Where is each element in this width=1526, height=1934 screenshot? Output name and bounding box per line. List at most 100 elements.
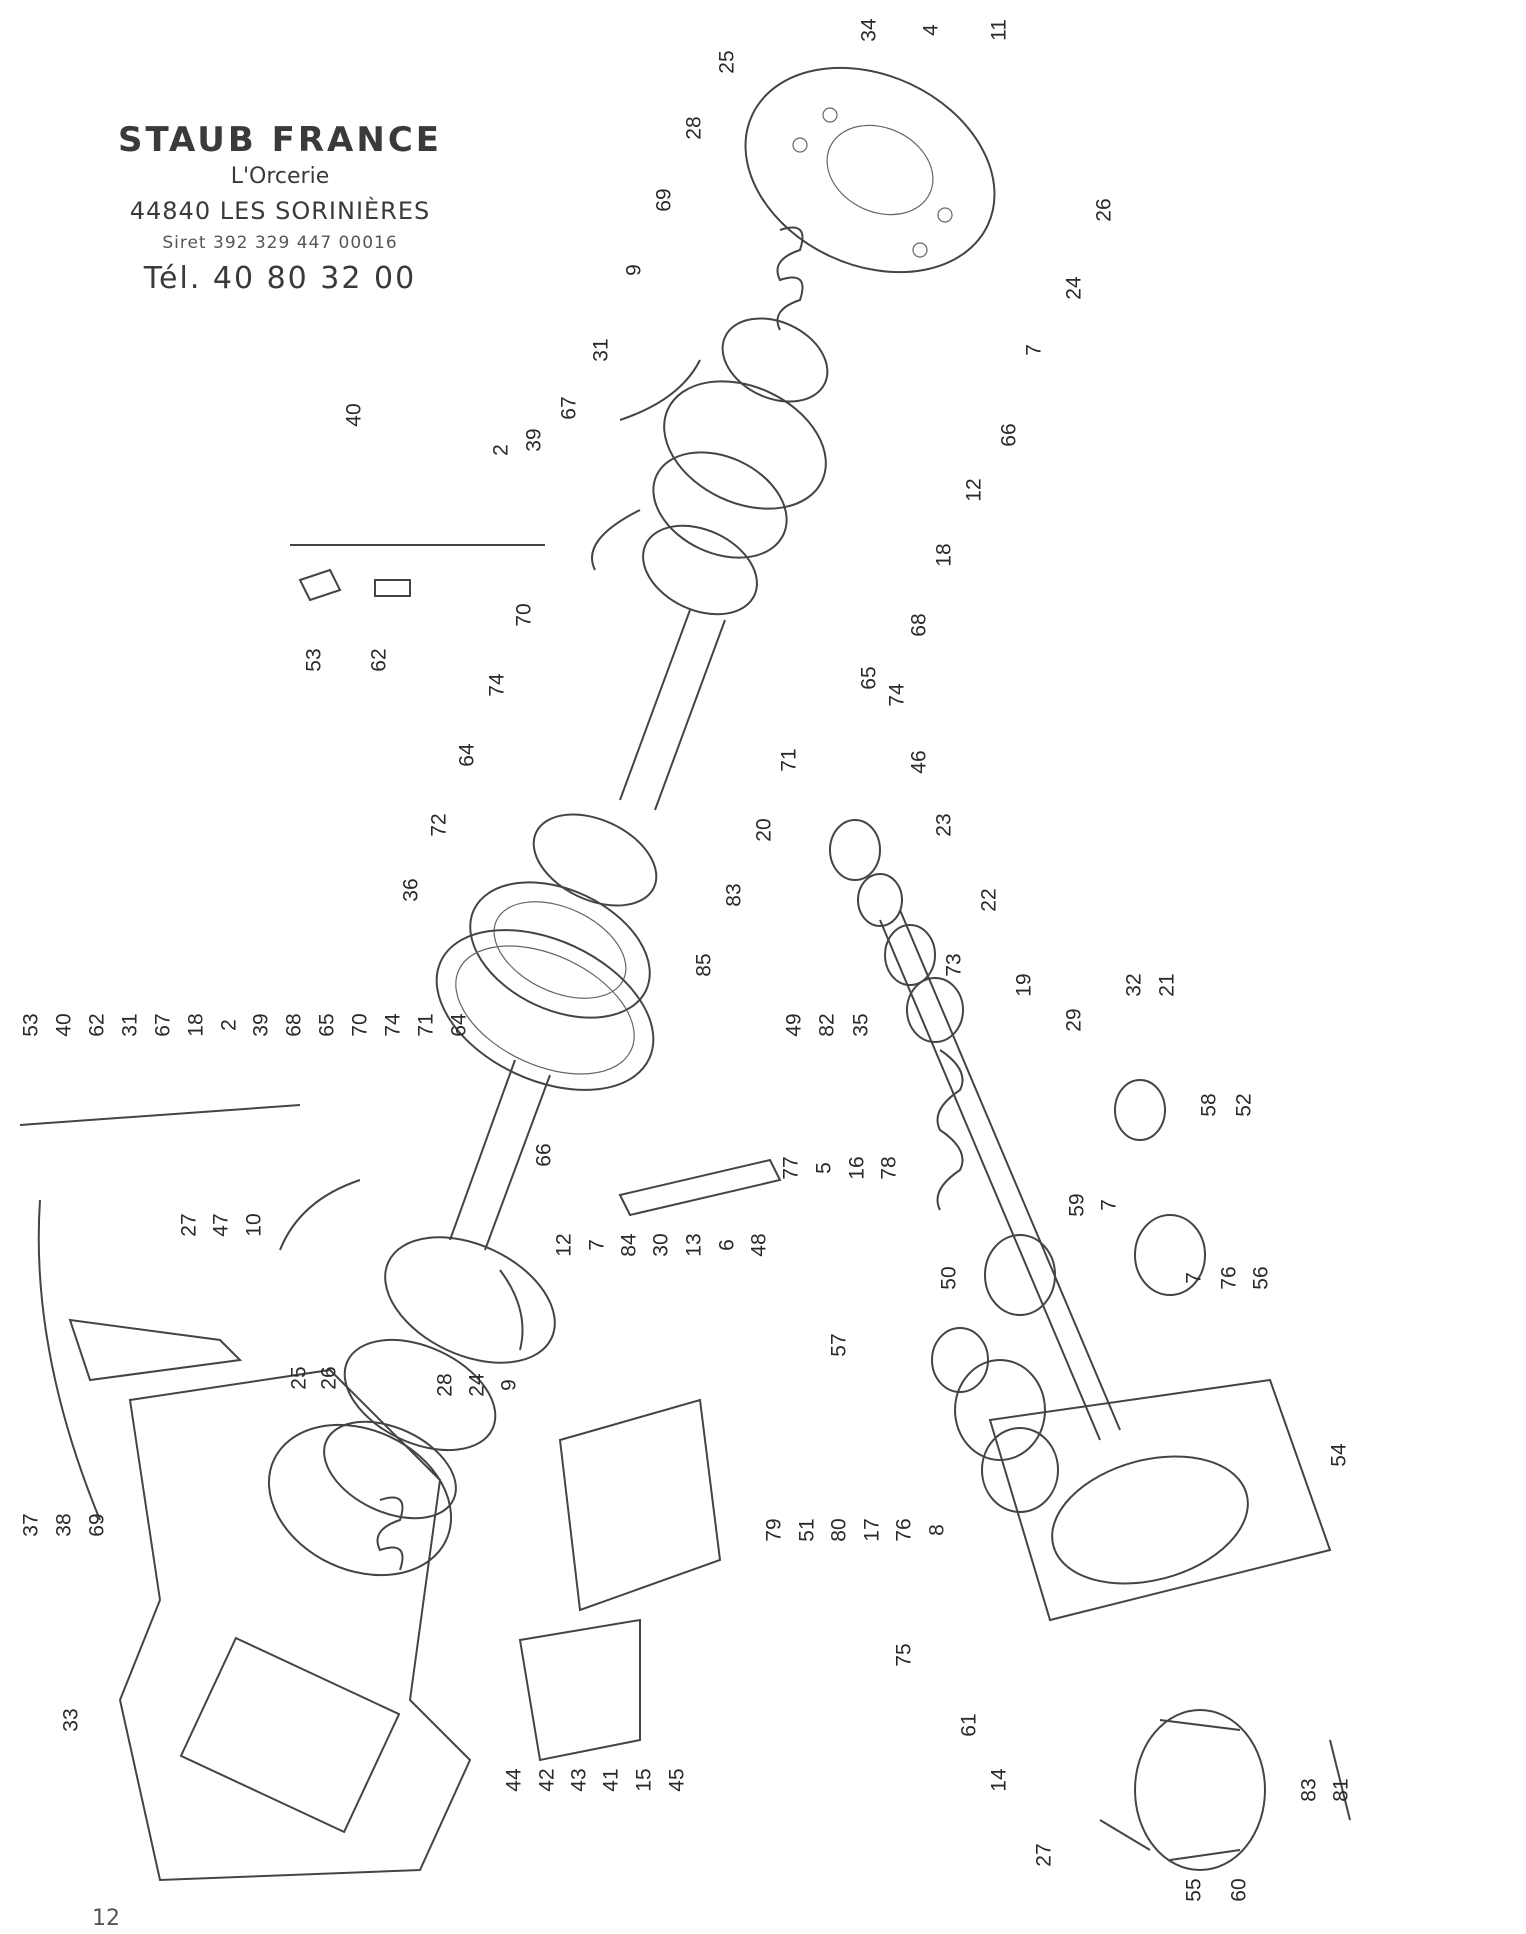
callout-31: 31: [119, 1013, 142, 1036]
callout-41: 41: [600, 1768, 623, 1791]
callout-68: 68: [283, 1013, 306, 1036]
callout-53: 53: [303, 648, 326, 671]
stamp-city: 44840 LES SORINIÈRES: [129, 197, 431, 225]
callout-61: 61: [958, 1713, 981, 1736]
callout-47: 47: [210, 1213, 233, 1236]
callout-34: 34: [858, 18, 881, 42]
callout-55: 55: [1183, 1878, 1206, 1901]
page-number: 12: [92, 1906, 120, 1931]
callout-62: 62: [86, 1013, 109, 1036]
callout-38: 38: [53, 1513, 76, 1536]
callout-25: 25: [288, 1366, 311, 1389]
callout-7: 7: [586, 1239, 609, 1251]
callout-16: 16: [846, 1156, 869, 1179]
stamp-company: STAUB FRANCE: [117, 120, 443, 160]
callout-14: 14: [988, 1768, 1011, 1792]
callout-21: 21: [1156, 973, 1179, 996]
callout-58: 58: [1198, 1093, 1221, 1116]
callout-65: 65: [316, 1013, 339, 1036]
callout-28: 28: [434, 1373, 457, 1396]
stamp-street: L'Orcerie: [230, 164, 330, 189]
callout-74: 74: [886, 683, 909, 707]
callout-39: 39: [250, 1013, 273, 1036]
callout-71: 71: [778, 748, 801, 771]
callout-72: 72: [428, 813, 451, 836]
callout-27: 27: [1033, 1843, 1056, 1866]
callout-70: 70: [513, 603, 536, 626]
lower-shaft: [279, 1059, 556, 1571]
stamp-siret: Siret 392 329 447 00016: [162, 233, 398, 253]
callout-78: 78: [878, 1156, 901, 1179]
callout-35: 35: [850, 1013, 873, 1036]
callout-76: 76: [893, 1518, 916, 1541]
callout-36: 36: [400, 878, 423, 901]
callout-24: 24: [466, 1373, 489, 1397]
callout-66: 66: [533, 1143, 556, 1166]
callout-7: 7: [1183, 1272, 1206, 1284]
upper-spring: [721, 226, 829, 403]
accessories: [19, 544, 782, 1217]
callout-42: 42: [536, 1768, 559, 1791]
ring-gear: [435, 929, 655, 1091]
callout-30: 30: [650, 1233, 673, 1256]
pinion-gears: [931, 1079, 1206, 1513]
callout-25: 25: [716, 50, 739, 73]
callout-59: 59: [1066, 1193, 1089, 1216]
callout-18: 18: [933, 543, 956, 566]
callout-76: 76: [1218, 1266, 1241, 1289]
callout-40: 40: [343, 403, 366, 426]
callout-73: 73: [943, 953, 966, 976]
callout-7: 7: [1098, 1199, 1121, 1211]
callout-62: 62: [368, 648, 391, 671]
callout-5: 5: [813, 1162, 836, 1174]
callout-15: 15: [633, 1768, 656, 1791]
callout-57: 57: [828, 1333, 851, 1356]
callout-12: 12: [553, 1233, 576, 1256]
callout-37: 37: [20, 1513, 43, 1536]
gearbox-housing: [37, 1199, 472, 1882]
callout-67: 67: [558, 396, 581, 419]
callout-29: 29: [1063, 1008, 1086, 1031]
callout-82: 82: [816, 1013, 839, 1036]
callout-53: 53: [20, 1013, 43, 1036]
callout-22: 22: [978, 888, 1001, 911]
callout-10: 10: [243, 1213, 266, 1236]
callout-48: 48: [748, 1233, 771, 1256]
callout-45: 45: [666, 1768, 689, 1791]
callout-64: 64: [456, 743, 479, 767]
callout-27: 27: [178, 1213, 201, 1236]
callout-69: 69: [86, 1513, 109, 1536]
callout-44: 44: [503, 1768, 526, 1792]
callout-31: 31: [590, 338, 613, 361]
callout-74: 74: [486, 673, 509, 697]
callout-64: 64: [448, 1013, 471, 1037]
callout-52: 52: [1233, 1093, 1256, 1116]
callout-69: 69: [653, 188, 676, 211]
callout-84: 84: [618, 1233, 641, 1257]
callout-20: 20: [753, 818, 776, 841]
callout-85: 85: [693, 953, 716, 976]
callout-74: 74: [382, 1013, 405, 1037]
callout-9: 9: [498, 1379, 521, 1391]
callout-39: 39: [523, 428, 546, 451]
callout-46: 46: [908, 750, 931, 773]
callout-26: 26: [318, 1366, 341, 1389]
callout-24: 24: [1063, 276, 1086, 300]
callout-67: 67: [152, 1013, 175, 1036]
callout-12: 12: [963, 478, 986, 501]
callout-2: 2: [218, 1019, 241, 1031]
callout-2: 2: [490, 444, 513, 456]
callout-51: 51: [796, 1518, 819, 1541]
callout-9: 9: [623, 264, 646, 276]
callout-17: 17: [861, 1518, 884, 1541]
callout-83: 83: [1298, 1778, 1321, 1801]
upper-flange: [744, 66, 996, 274]
company-stamp: STAUB FRANCE L'Orcerie 44840 LES SORINIÈ…: [110, 120, 450, 296]
callout-75: 75: [893, 1643, 916, 1666]
callout-28: 28: [683, 116, 706, 139]
callout-23: 23: [933, 813, 956, 836]
callout-18: 18: [185, 1013, 208, 1036]
callout-83: 83: [723, 883, 746, 906]
callout-43: 43: [568, 1768, 591, 1791]
